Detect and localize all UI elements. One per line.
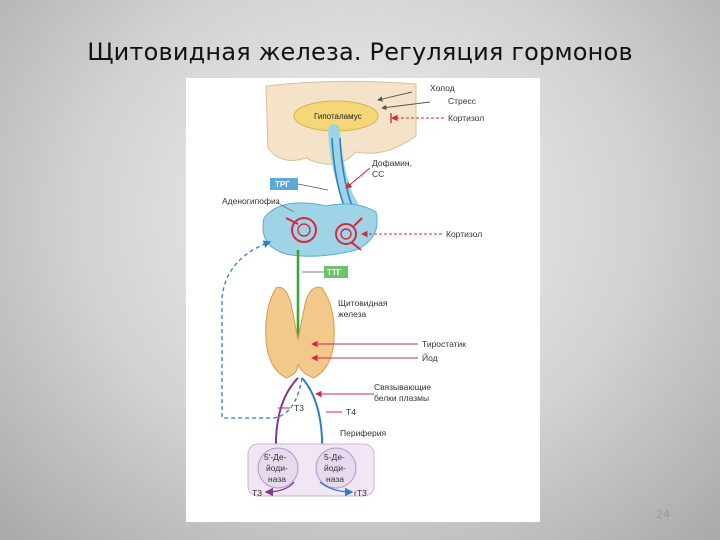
periphery-label: Периферия (340, 428, 387, 438)
deiodinase-right-line1: 5-Де- (324, 452, 345, 462)
deiodinase-left-line3: наза (268, 474, 286, 484)
binding-proteins-label-line2: белки плазмы (374, 393, 429, 403)
deiodinase-right-line2: йоди- (324, 463, 346, 473)
t3-label: T3 (294, 403, 304, 413)
cortisol-label-pituitary: Кортизол (446, 229, 482, 239)
hypothalamus-label: Гипоталамус (314, 112, 362, 121)
cold-label: Холод (430, 83, 455, 93)
t4-label: T4 (346, 407, 356, 417)
thyroid-shape (266, 287, 335, 378)
adenohypophysis-label: Аденогипофиз (222, 196, 280, 206)
thyrostatic-label: Тиростатик (422, 339, 466, 349)
trh-label: ТРГ (275, 180, 290, 189)
stress-label: Стресс (448, 96, 477, 106)
deiodinase-left-line2: йоди- (266, 463, 288, 473)
rt3-output-label: rT3 (354, 488, 367, 498)
dopamine-inhibit-line (346, 168, 370, 188)
ss-label: СС (372, 169, 384, 179)
slide-title: Щитовидная железа. Регуляция гормонов (0, 38, 720, 66)
binding-proteins-label-line1: Связывающие (374, 382, 431, 392)
t3-output-label: T3 (252, 488, 262, 498)
cortisol-label-top: Кортизол (448, 113, 484, 123)
page-number: 24 (656, 508, 670, 521)
deiodinase-right-line3: наза (326, 474, 344, 484)
trh-pointer (298, 184, 328, 190)
thyroid-regulation-diagram: Гипоталамус ТРГ Аденогипофиз Холод Стрес… (186, 78, 540, 522)
thyroid-label-line1: Щитовидная (338, 298, 388, 308)
tsh-label: ТТГ (327, 268, 342, 277)
iodine-label: Йод (422, 352, 438, 363)
dopamine-label: Дофамин, (372, 158, 412, 168)
thyroid-label-line2: железа (338, 309, 367, 319)
deiodinase-left-line1: 5'-Де- (264, 452, 287, 462)
